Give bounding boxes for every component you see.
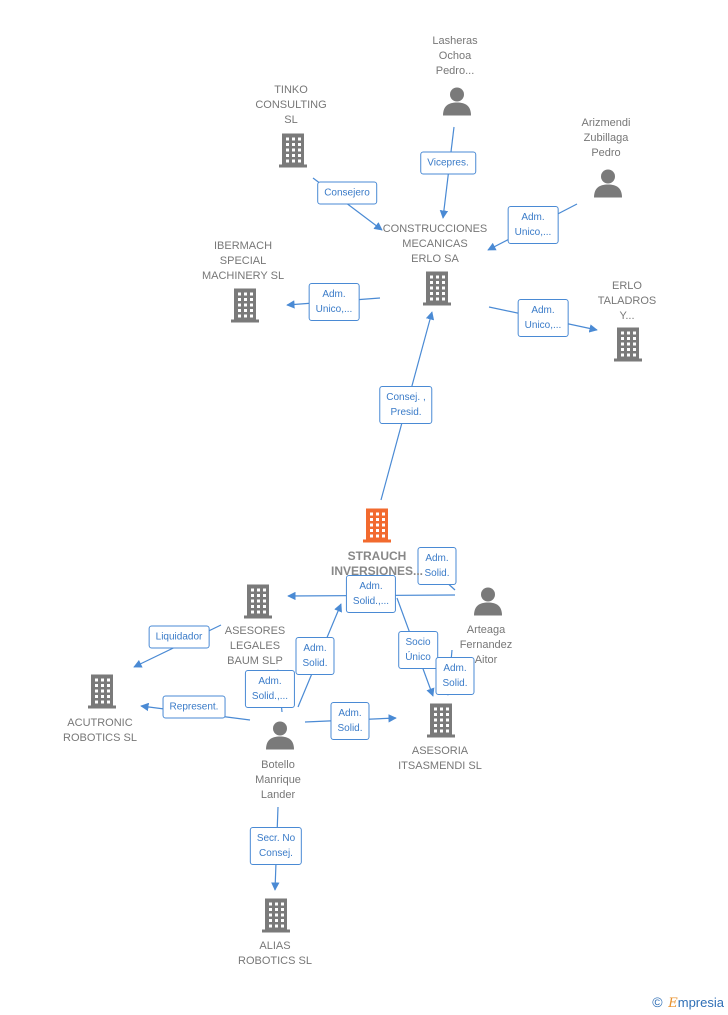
node-asesoria[interactable] [426,702,456,743]
edge-label[interactable]: Adm. Solid. [330,702,370,740]
person-icon [594,169,622,198]
node-asesores[interactable] [243,583,273,624]
edge-label[interactable]: Adm. Unico,... [308,283,360,321]
edge-label[interactable]: Adm. Solid.,... [244,670,296,708]
node-label-arteaga[interactable]: Arteaga Fernandez Aitor [459,624,513,666]
node-tinko[interactable] [278,132,308,173]
node-label-botello[interactable]: Botello Manrique Lander [255,759,301,801]
edge-label[interactable]: Adm. Solid. [417,547,457,585]
building-icon [363,508,391,543]
copyright-symbol: © [652,994,663,1010]
person-icon [443,87,471,116]
person-icon [474,587,502,616]
edge-label[interactable]: Adm. Unico,... [517,299,569,337]
node-label-arizmendi[interactable]: Arizmendi Zubillaga Pedro [581,117,631,159]
node-label-ibermach[interactable]: IBERMACH SPECIAL MACHINERY SL [201,240,285,282]
building-icon [244,584,272,619]
edge-label[interactable]: Adm. Solid. [435,657,475,695]
node-alias[interactable] [261,897,291,938]
brand-initial: E [668,996,678,1011]
edge-label[interactable]: Liquidador [148,625,210,649]
node-lasheras[interactable] [442,86,472,121]
building-icon [88,674,116,709]
edge-label[interactable]: Consej. , Presid. [379,386,433,424]
node-label-construcciones[interactable]: CONSTRUCCIONES MECANICAS ERLO SA [382,223,488,265]
node-label-asesoria[interactable]: ASESORIA ITSASMENDI SL [398,745,482,772]
node-label-strauch[interactable]: STRAUCH INVERSIONES... [330,549,424,578]
edge-label[interactable]: Represent. [162,695,226,719]
building-icon [423,271,451,306]
node-label-alias[interactable]: ALIAS ROBOTICS SL [238,940,312,967]
node-botello[interactable] [265,720,295,755]
building-icon [262,898,290,933]
edge-label[interactable]: Socio Único [398,631,438,669]
brand-name: mpresia [677,995,724,1010]
building-icon [427,703,455,738]
node-construcciones[interactable] [422,270,452,311]
node-acutronic[interactable] [87,673,117,714]
node-label-lasheras[interactable]: Lasheras Ochoa Pedro... [432,35,478,77]
node-arteaga[interactable] [473,586,503,621]
node-label-acutronic[interactable]: ACUTRONIC ROBOTICS SL [63,717,137,744]
edge-label[interactable]: Adm. Unico,... [507,206,559,244]
building-icon [231,288,259,323]
edge-label[interactable]: Consejero [317,181,377,205]
node-ibermach[interactable] [230,287,260,328]
node-erlo_taladros[interactable] [613,326,643,367]
node-label-tinko[interactable]: TINKO CONSULTING SL [255,84,327,126]
edge-label[interactable]: Adm. Solid.,... [345,575,397,613]
node-arizmendi[interactable] [593,168,623,203]
node-label-asesores[interactable]: ASESORES LEGALES BAUM SLP [224,625,286,667]
building-icon [279,133,307,168]
node-strauch[interactable] [362,507,392,548]
node-label-erlo_taladros[interactable]: ERLO TALADROS Y... [597,280,657,322]
edge-label[interactable]: Vicepres. [420,151,476,175]
brand-logo: © Empresia [652,994,724,1011]
building-icon [614,327,642,362]
person-icon [266,721,294,750]
edge-label[interactable]: Secr. No Consej. [249,827,303,865]
edge-label[interactable]: Adm. Solid. [295,637,335,675]
